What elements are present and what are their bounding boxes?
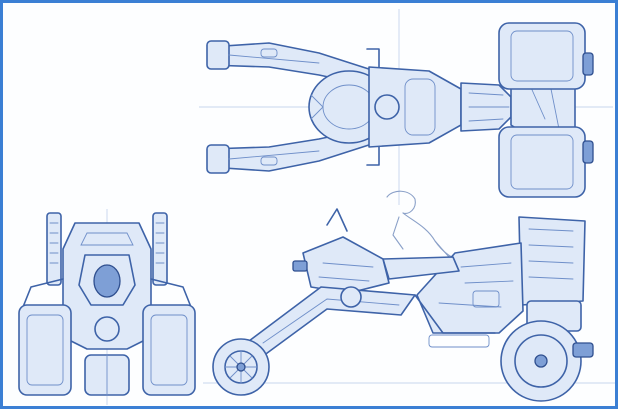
top-view-drawing [199,9,613,205]
top-view-svg [199,9,613,205]
side-view-drawing [203,183,615,406]
front-view-svg [18,209,196,405]
front-view-drawing [9,209,205,405]
side-view-svg [203,190,615,402]
